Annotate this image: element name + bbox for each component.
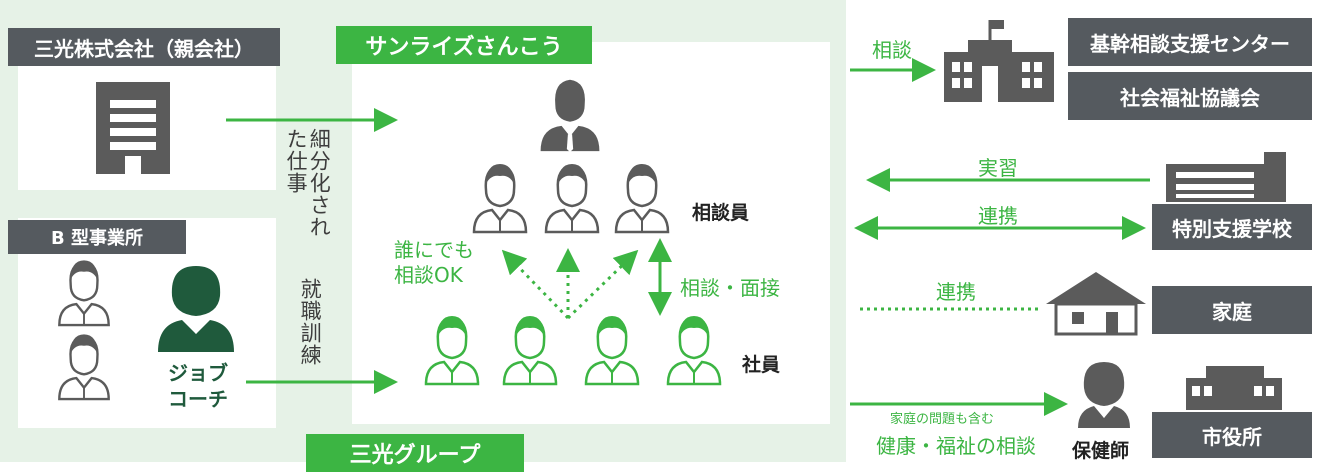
person-icon (584, 314, 640, 386)
subdivided-work-note: 細分化された仕事 (284, 128, 332, 238)
city-hall-icon (1186, 366, 1282, 410)
training-label: 実習 (978, 156, 1018, 180)
nurse-icon (1078, 362, 1130, 428)
link-label-home: 連携 (936, 280, 976, 304)
school-label: 特別支援学校 (1152, 204, 1312, 250)
person-icon (158, 266, 234, 352)
center2-label: 社会福祉協議会 (1068, 72, 1312, 120)
health-small-label: 家庭の問題も含む (890, 412, 995, 427)
center1-label: 基幹相談支援センター (1068, 18, 1312, 66)
job-coach-label: ジョブ コーチ (168, 361, 228, 411)
office-building-icon (96, 82, 170, 174)
person-icon (58, 333, 110, 401)
house-icon (1046, 272, 1146, 336)
person-icon (502, 314, 558, 386)
person-icon (58, 259, 110, 327)
office-building-icon (944, 20, 1054, 102)
b-type-label: B 型事業所 (8, 220, 186, 254)
home-label: 家庭 (1152, 286, 1312, 334)
job-training-note: 就職訓練 (298, 278, 323, 366)
person-icon (472, 162, 528, 234)
employee-label: 社員 (742, 354, 781, 376)
group-label: 三光グループ (306, 434, 524, 472)
person-icon (544, 162, 600, 234)
interview-label: 相談・面接 (680, 276, 780, 300)
parent-company-label: 三光株式会社（親会社） (8, 28, 280, 66)
person-icon (424, 314, 480, 386)
person-icon (666, 314, 722, 386)
consult-label: 相談 (872, 38, 912, 62)
city-hall-label: 市役所 (1152, 412, 1312, 458)
health-label: 健康・福祉の相談 (876, 434, 1036, 458)
counselor-label: 相談員 (692, 202, 750, 224)
sunrise-label: サンライズさんこう (336, 26, 592, 64)
school-building-icon (1166, 152, 1286, 202)
person-icon (540, 79, 600, 153)
anyone-consult-label: 誰にでも 相談OK (394, 238, 474, 287)
nurse-label: 保健師 (1072, 440, 1130, 462)
person-icon (614, 162, 670, 234)
